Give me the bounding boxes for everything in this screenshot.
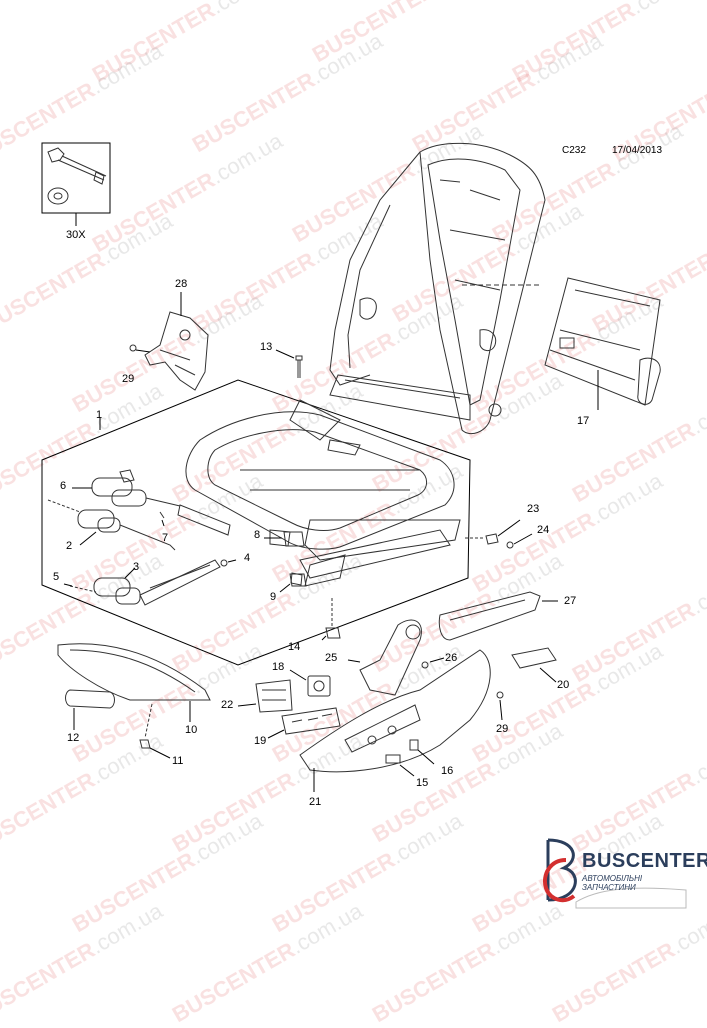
callout-7: 7	[162, 532, 169, 544]
callout-20: 20	[557, 679, 570, 691]
callout-14: 14	[288, 641, 301, 653]
buscenter-logo: BUSCENTER АВТОМОБІЛЬНІ ЗАПЧАСТИНИ	[536, 830, 707, 910]
part-19-switch-panel	[267, 707, 341, 739]
callout-12: 12	[67, 732, 80, 744]
callout-27: 27	[564, 595, 577, 607]
callout-24: 24	[537, 524, 550, 536]
parts-23-24	[465, 519, 533, 549]
callout-17: 17	[577, 415, 590, 427]
part-21-side-trim	[299, 649, 491, 792]
callout-19: 19	[254, 735, 267, 747]
callout-5: 5	[53, 571, 60, 583]
part-12-handle	[65, 689, 115, 730]
part-10-tray	[57, 643, 211, 722]
callout-21: 21	[309, 796, 322, 808]
part-15-16-clips	[385, 739, 435, 777]
callout-2: 2	[66, 540, 73, 552]
callout-15: 15	[416, 777, 429, 789]
part-22-bracket	[237, 679, 293, 713]
callout-23: 23	[527, 503, 540, 515]
part-20-switch	[511, 647, 557, 683]
small-parts	[63, 511, 307, 593]
callout-6: 6	[60, 480, 67, 492]
part-13-bolt	[275, 349, 303, 378]
callout-28: 28	[175, 278, 188, 290]
part-26-screw	[421, 657, 445, 669]
callout-18: 18	[272, 661, 285, 673]
assembly-1-outline	[41, 379, 471, 666]
part-25-bracket	[347, 619, 422, 696]
seat-frame-drawing	[41, 142, 661, 792]
logo-brand: BUSCENTER	[582, 850, 707, 872]
motor-2	[47, 499, 176, 551]
cushion-frame	[177, 399, 461, 587]
part-11-clip	[139, 703, 171, 759]
part-29-lower-screw	[496, 691, 504, 721]
part-27-trim	[438, 591, 558, 641]
callout-26: 26	[445, 652, 458, 664]
callout-13: 13	[260, 341, 273, 353]
bolt-nut-kit	[41, 142, 111, 226]
part-17-panel	[544, 277, 661, 410]
diagram-code: C232	[562, 145, 586, 156]
callout-1: 1	[96, 409, 103, 421]
callout-10: 10	[185, 724, 198, 736]
callout-3: 3	[133, 561, 140, 573]
kit-label-30x: 30X	[66, 229, 86, 241]
callout-16: 16	[441, 765, 454, 777]
callout-22: 22	[221, 699, 234, 711]
part-18-switch	[289, 669, 331, 697]
part-28-bracket	[129, 292, 209, 391]
callout-29-lower: 29	[496, 723, 509, 735]
seat-back-frame	[329, 142, 546, 435]
callout-25: 25	[325, 652, 338, 664]
callout-8: 8	[254, 529, 261, 541]
logo-tagline: АВТОМОБІЛЬНІ ЗАПЧАСТИНИ	[582, 874, 643, 892]
motor-6	[72, 469, 181, 507]
callout-29-upper: 29	[122, 373, 135, 385]
part-14-clip	[321, 598, 341, 641]
callout-11: 11	[172, 755, 184, 767]
logo-emblem-icon	[543, 838, 687, 909]
motor-3	[69, 559, 221, 606]
diagram-date: 17/04/2013	[612, 145, 663, 156]
callout-4: 4	[244, 552, 251, 564]
callout-9: 9	[270, 591, 277, 603]
